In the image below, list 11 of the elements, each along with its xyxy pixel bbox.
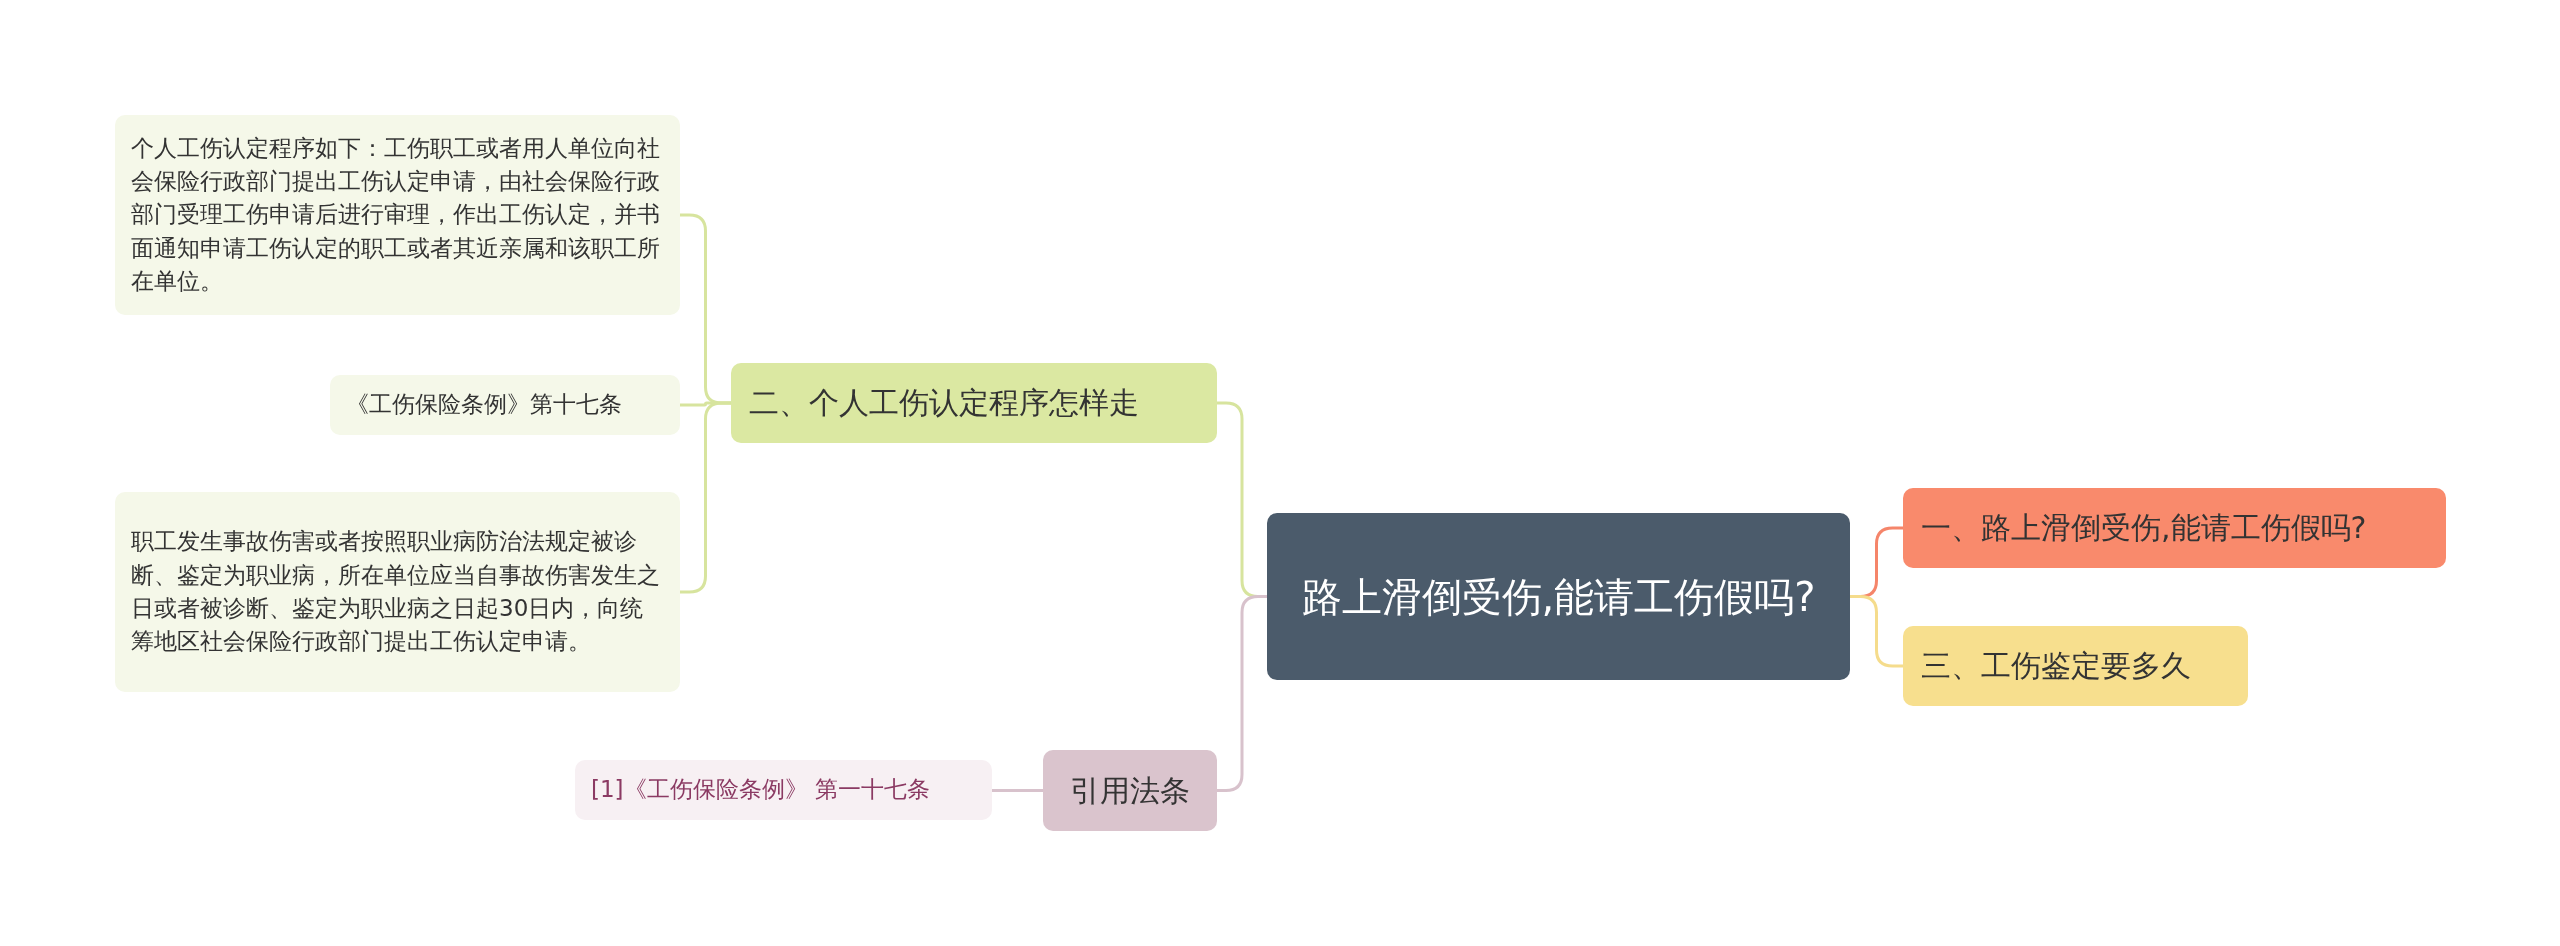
central-topic-box: 路上滑倒受伤,能请工伤假吗? xyxy=(1267,513,1850,680)
topic-box: 一、路上滑倒受伤,能请工伤假吗? xyxy=(1903,488,2446,568)
topic-box: 引用法条 xyxy=(1043,750,1217,831)
topic-box: 二、个人工伤认定程序怎样走 xyxy=(731,363,1217,443)
topic-box: 三、工伤鉴定要多久 xyxy=(1903,626,2248,706)
note-box: 个人工伤认定程序如下：工伤职工或者用人单位向社会保险行政部门提出工伤认定申请，由社会保险行政部门受理工伤申请后进行审理，作出工伤认定，并书面通知申请工伤认定的职工或者其近亲属和该职工所在单位。 xyxy=(115,115,680,315)
note-box: 职工发生事故伤害或者按照职业病防治法规定被诊断、鉴定为职业病，所在单位应当自事故伤害发生之日或者被诊断、鉴定为职业病之日起30日内，向统筹地区社会保险行政部门提出工伤认定申请。 xyxy=(115,492,680,692)
connector-line xyxy=(1217,595,1267,792)
note-box: 《工伤保险条例》第十七条 xyxy=(330,375,680,435)
connector-line xyxy=(992,789,1043,792)
reference-box: [1]《工伤保险条例》 第一十七条 xyxy=(575,760,992,820)
